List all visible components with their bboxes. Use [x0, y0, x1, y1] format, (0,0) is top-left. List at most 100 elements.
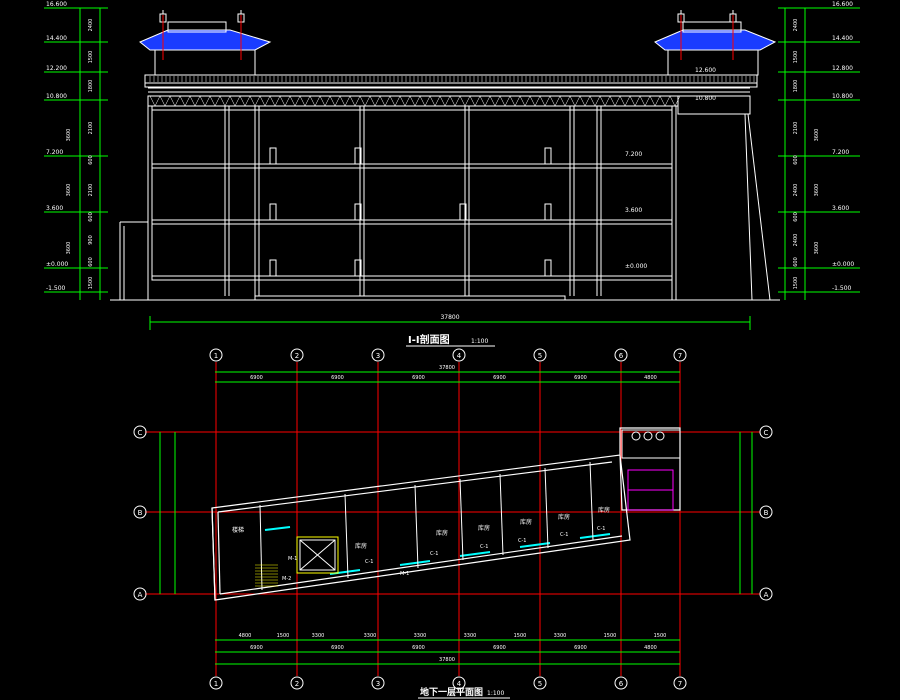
right-pavilion	[654, 10, 777, 76]
truss-diagonal	[409, 95, 416, 107]
room-label: 库房	[355, 542, 367, 550]
section-drawing: 16.60014.40012.20010.8007.2003.600±0.000…	[44, 1, 860, 347]
truss-diagonal	[179, 95, 186, 107]
truss-diagonal	[644, 95, 651, 107]
partition-wall	[544, 467, 549, 549]
right-dim-label: 2400	[793, 184, 799, 197]
left-level-label: 16.600	[46, 1, 67, 8]
axis-bubble-top	[290, 348, 304, 362]
truss-diagonal	[369, 95, 376, 107]
partition-wall	[344, 493, 349, 579]
truss-diagonal	[579, 95, 586, 107]
axis-bubble-top	[614, 348, 628, 362]
left-outer-dim: 3600	[66, 184, 72, 197]
truss-diagonal	[549, 95, 556, 107]
axis-label-bottom: 4	[457, 680, 462, 688]
truss-diagonal	[184, 95, 191, 107]
truss-diagonal	[239, 95, 246, 107]
axis-bubble-side	[133, 587, 147, 601]
truss-diagonal	[339, 95, 346, 107]
truss-diagonal	[489, 95, 496, 107]
inner-level-label: ±0.000	[625, 263, 647, 270]
axis-bubble-bottom	[452, 676, 466, 690]
truss-diagonal	[494, 95, 501, 107]
truss-diagonal	[519, 95, 526, 107]
floor-slab	[151, 219, 673, 225]
left-dim-label: 2100	[88, 122, 94, 135]
partition-wall	[499, 473, 504, 556]
axis-bubble-side	[759, 425, 773, 439]
axis-label-side: C	[138, 429, 143, 437]
truss-diagonal	[269, 95, 276, 107]
truss-diagonal	[529, 95, 536, 107]
truss-diagonal	[674, 95, 681, 107]
top-dim-label: 6900	[250, 375, 263, 381]
left-dim-label: 1500	[88, 51, 94, 64]
top-dim-label: 6900	[493, 375, 506, 381]
right-dim-label: 2400	[793, 234, 799, 247]
truss-diagonal	[599, 95, 606, 107]
truss-diagonal	[354, 95, 361, 107]
slab-notch	[354, 259, 362, 277]
truss-diagonal	[434, 95, 441, 107]
top-dim-label: 4800	[644, 375, 657, 381]
truss-diagonal	[289, 95, 296, 107]
level-ticks	[44, 7, 860, 293]
axis-label-bottom: 7	[678, 680, 682, 688]
opening-label: C-1	[518, 538, 526, 544]
slab-notch	[269, 147, 277, 165]
opening-labels: C-1C-1C-1C-1C-1C-1M-1M-1M-2	[282, 526, 605, 582]
room-label: 库房	[520, 518, 532, 526]
room-label: 库房	[598, 506, 610, 514]
inner-level-label: 3.600	[625, 207, 642, 214]
plan-vertical-axes	[215, 362, 681, 676]
slab-notch	[459, 203, 467, 221]
truss-diagonal	[654, 95, 661, 107]
left-level-label: 12.200	[46, 65, 67, 72]
truss-diagonal	[514, 95, 521, 107]
axis-bubble-bottom	[209, 676, 223, 690]
right-level-labels: 16.60014.40012.80010.8007.2003.600±0.000…	[832, 1, 854, 292]
floor-slab	[151, 163, 673, 169]
truss-diagonal	[414, 95, 421, 107]
left-level-label: 14.400	[46, 35, 67, 42]
truss-diagonal	[659, 95, 666, 107]
truss-diagonal	[259, 95, 266, 107]
truss-diagonal	[309, 95, 316, 107]
right-level-label: -1.500	[832, 285, 852, 292]
truss-diagonal	[584, 95, 591, 107]
truss-diagonal	[664, 95, 671, 107]
left-level-label: 3.600	[46, 205, 63, 212]
right-outer-dim: 3600	[814, 242, 820, 255]
left-dim-label: 900	[88, 235, 94, 245]
axis-bubble-bottom	[614, 676, 628, 690]
truss-diagonal	[429, 95, 436, 107]
truss-diagonal	[219, 95, 226, 107]
left-dim-label: 2100	[88, 184, 94, 197]
section-total-dimension	[149, 316, 751, 330]
truss-diagonal	[559, 95, 566, 107]
plan-top-total: 37800	[439, 365, 455, 371]
axis-bubble-top	[533, 348, 547, 362]
truss-diagonal	[554, 95, 561, 107]
truss-diagonal	[349, 95, 356, 107]
bottom-dim-label: 1500	[604, 633, 617, 639]
truss-diagonal	[454, 95, 461, 107]
bottom-dim-label: 3300	[414, 633, 427, 639]
truss-diagonal	[439, 95, 446, 107]
opening-label: M-1	[288, 556, 297, 562]
bottom-axis-dim-label: 6900	[331, 645, 344, 651]
opening-label: C-1	[480, 544, 488, 550]
bottom-dim-label: 3300	[312, 633, 325, 639]
truss-diagonal	[424, 95, 431, 107]
axis-label-bottom: 6	[619, 680, 624, 688]
plan-title: 地下一层平面图	[420, 686, 483, 698]
truss-diagonal	[629, 95, 636, 107]
right-dim-label: 600	[793, 212, 799, 222]
slab-notch	[269, 259, 277, 277]
left-level-label: -1.500	[46, 285, 66, 292]
floor-slabs	[151, 105, 673, 301]
